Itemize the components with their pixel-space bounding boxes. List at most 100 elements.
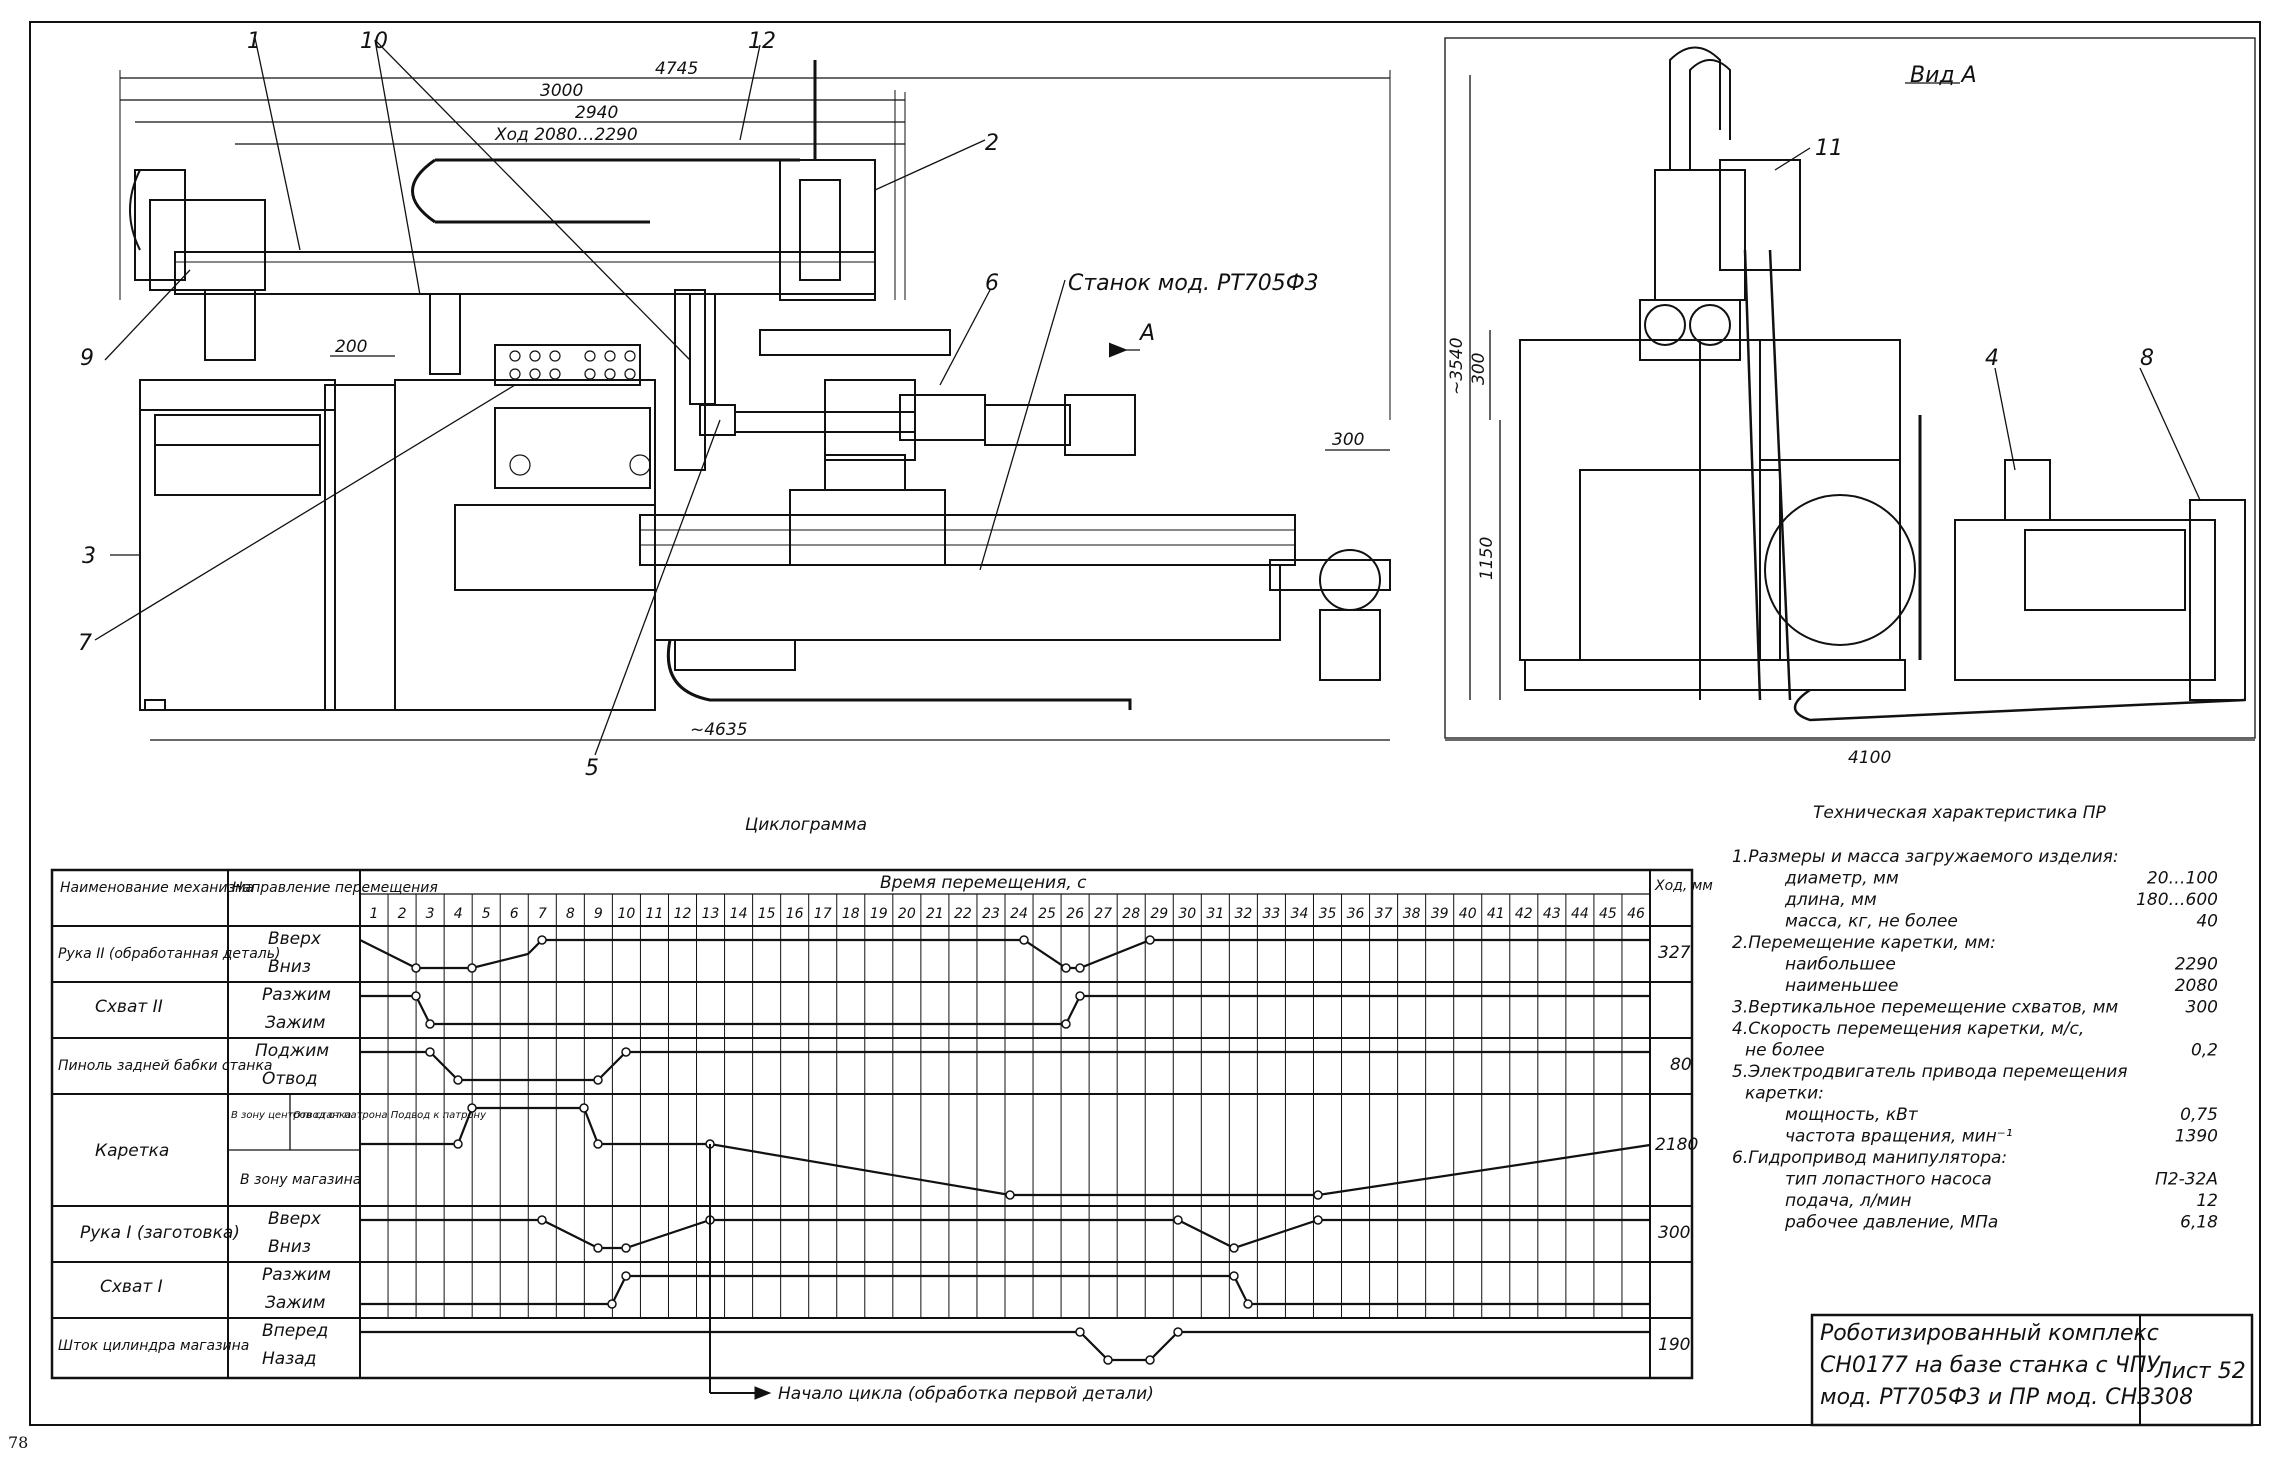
spec-label: 1.Размеры и масса загружаемого изделия: xyxy=(1732,847,2119,867)
spec-label: частота вращения, мин⁻¹ xyxy=(1785,1127,2013,1147)
spec-value: 2290 xyxy=(2175,955,2218,975)
row-name: Каретка xyxy=(95,1141,169,1161)
spec-label: 4.Скорость перемещения каретки, м/с, xyxy=(1732,1019,2084,1039)
second-label: 8 xyxy=(566,906,575,922)
spec-label: 6.Гидропривод манипулятора: xyxy=(1732,1148,2007,1168)
row-dir-a: Вверх xyxy=(268,1209,322,1229)
row-dir-a1: В зону центров станка xyxy=(231,1110,351,1121)
second-label: 28 xyxy=(1122,906,1140,922)
sheet-frame xyxy=(29,21,2261,1426)
second-label: 29 xyxy=(1150,906,1168,922)
spec-label: рабочее давление, МПа xyxy=(1784,1213,1998,1233)
sheet-number: Лист 52 xyxy=(2154,1359,2246,1384)
spec-value: 40 xyxy=(2196,912,2218,932)
dim-2940: 2940 xyxy=(575,103,618,123)
row-name: Рука II (обработанная деталь) xyxy=(58,946,280,962)
second-label: 34 xyxy=(1291,906,1309,922)
col-direction-header-text: Направление перемещения xyxy=(232,880,438,896)
spec-label: наименьшее xyxy=(1785,976,1898,996)
spec-value: 2080 xyxy=(2175,976,2218,996)
spec-value: 300 xyxy=(2186,998,2218,1018)
second-label: 38 xyxy=(1403,906,1421,922)
row-name: Рука I (заготовка) xyxy=(80,1223,240,1243)
second-label: 20 xyxy=(898,906,916,922)
second-label: 16 xyxy=(786,906,804,922)
second-label: 25 xyxy=(1038,906,1056,922)
row-stroke: 190 xyxy=(1658,1335,1690,1355)
start-note: Начало цикла (обработка первой детали) xyxy=(778,1384,1154,1404)
row-dir-b: В зону магазина xyxy=(240,1172,361,1188)
specs-title: Техническая характеристика ПР xyxy=(1813,803,2107,823)
page-number: 78 xyxy=(8,1433,28,1452)
row-dir-b: Зажим xyxy=(265,1013,326,1033)
row-name: Схват I xyxy=(100,1277,163,1297)
spec-label: длина, мм xyxy=(1784,890,1877,910)
col-stroke-header: Ход, мм xyxy=(1654,878,1713,894)
second-label: 39 xyxy=(1431,906,1449,922)
spec-label: 3.Вертикальное перемещение схватов, мм xyxy=(1732,998,2118,1018)
second-label: 9 xyxy=(594,906,603,922)
col-time-header: Время перемещения, с xyxy=(880,873,1087,893)
row-dir-a: Разжим xyxy=(262,985,331,1005)
col-mechanism-header-text: Наименование механизма xyxy=(60,880,254,896)
second-label: 42 xyxy=(1515,906,1533,922)
row-name: Шток цилиндра магазина xyxy=(58,1338,249,1354)
drawing-labels: 1 10 12 2 6 9 3 7 5 11 4 8 4745 3000 294… xyxy=(78,29,2154,781)
spec-label: мощность, кВт xyxy=(1785,1105,1919,1125)
cyclogram-headers: Наименование механизма Направление перем… xyxy=(60,873,1713,896)
spec-label: 5.Электродвигатель привода перемещения xyxy=(1732,1062,2128,1082)
second-label: 33 xyxy=(1262,906,1280,922)
row-dir-a: Поджим xyxy=(255,1041,329,1061)
second-label: 17 xyxy=(814,906,832,922)
view-a-label: Вид А xyxy=(1910,63,1977,88)
second-label: 41 xyxy=(1487,906,1505,922)
row-stroke: 2180 xyxy=(1655,1135,1698,1155)
row-dir-b: Вниз xyxy=(268,957,311,977)
spec-value: 1390 xyxy=(2175,1127,2218,1147)
second-label: 26 xyxy=(1066,906,1084,922)
callout-12: 12 xyxy=(748,29,776,54)
dim-4100: 4100 xyxy=(1848,748,1891,768)
row-name: Схват II xyxy=(95,997,163,1017)
view-arrow-label: А xyxy=(1138,321,1155,346)
col-direction-header: Направление перемещения xyxy=(232,880,438,896)
spec-label: каретки: xyxy=(1745,1084,1824,1104)
row-dir-a: Разжим xyxy=(262,1265,331,1285)
second-label: 12 xyxy=(674,906,692,922)
row-dir-a2: Отвод от патрона Подвод к патрону xyxy=(293,1110,487,1121)
second-label: 15 xyxy=(758,906,776,922)
callout-10: 10 xyxy=(360,29,388,54)
spec-value: 12 xyxy=(2196,1191,2218,1211)
second-label: 7 xyxy=(538,906,547,922)
machine-label: Станок мод. РТ705Ф3 xyxy=(1068,271,1319,296)
second-label: 19 xyxy=(870,906,888,922)
cyclogram-rows: Рука II (обработанная деталь) Вверх Вниз… xyxy=(58,929,1698,1404)
second-label: 45 xyxy=(1599,906,1617,922)
spec-label: тип лопастного насоса xyxy=(1785,1170,1992,1190)
dim-4745: 4745 xyxy=(655,59,698,79)
second-label: 23 xyxy=(982,906,1000,922)
second-label: 44 xyxy=(1571,906,1589,922)
second-label: 1 xyxy=(370,906,379,922)
dim-4635: ~4635 xyxy=(690,720,748,740)
second-label: 30 xyxy=(1178,906,1196,922)
dim-300-right: 300 xyxy=(1332,430,1364,450)
row-stroke: 327 xyxy=(1658,943,1691,963)
row-dir-b: Вниз xyxy=(268,1237,311,1257)
dim-hod: Ход 2080…2290 xyxy=(494,125,638,145)
second-label: 43 xyxy=(1543,906,1561,922)
row-dir-a: Вверх xyxy=(268,929,322,949)
title-line-2: СН0177 на базе станка с ЧПУ xyxy=(1820,1353,2161,1378)
row-dir-a: Вперед xyxy=(262,1321,328,1341)
callout-9: 9 xyxy=(80,346,94,371)
callout-6: 6 xyxy=(985,271,999,296)
second-label: 24 xyxy=(1010,906,1028,922)
cyclogram-title: Циклограмма xyxy=(745,815,867,835)
spec-label: масса, кг, не более xyxy=(1785,912,1958,932)
row-dir-b: Отвод xyxy=(262,1069,317,1089)
second-label: 31 xyxy=(1206,906,1224,922)
spec-value: 0,75 xyxy=(2180,1105,2218,1125)
second-label: 2 xyxy=(398,906,407,922)
second-label: 32 xyxy=(1234,906,1252,922)
